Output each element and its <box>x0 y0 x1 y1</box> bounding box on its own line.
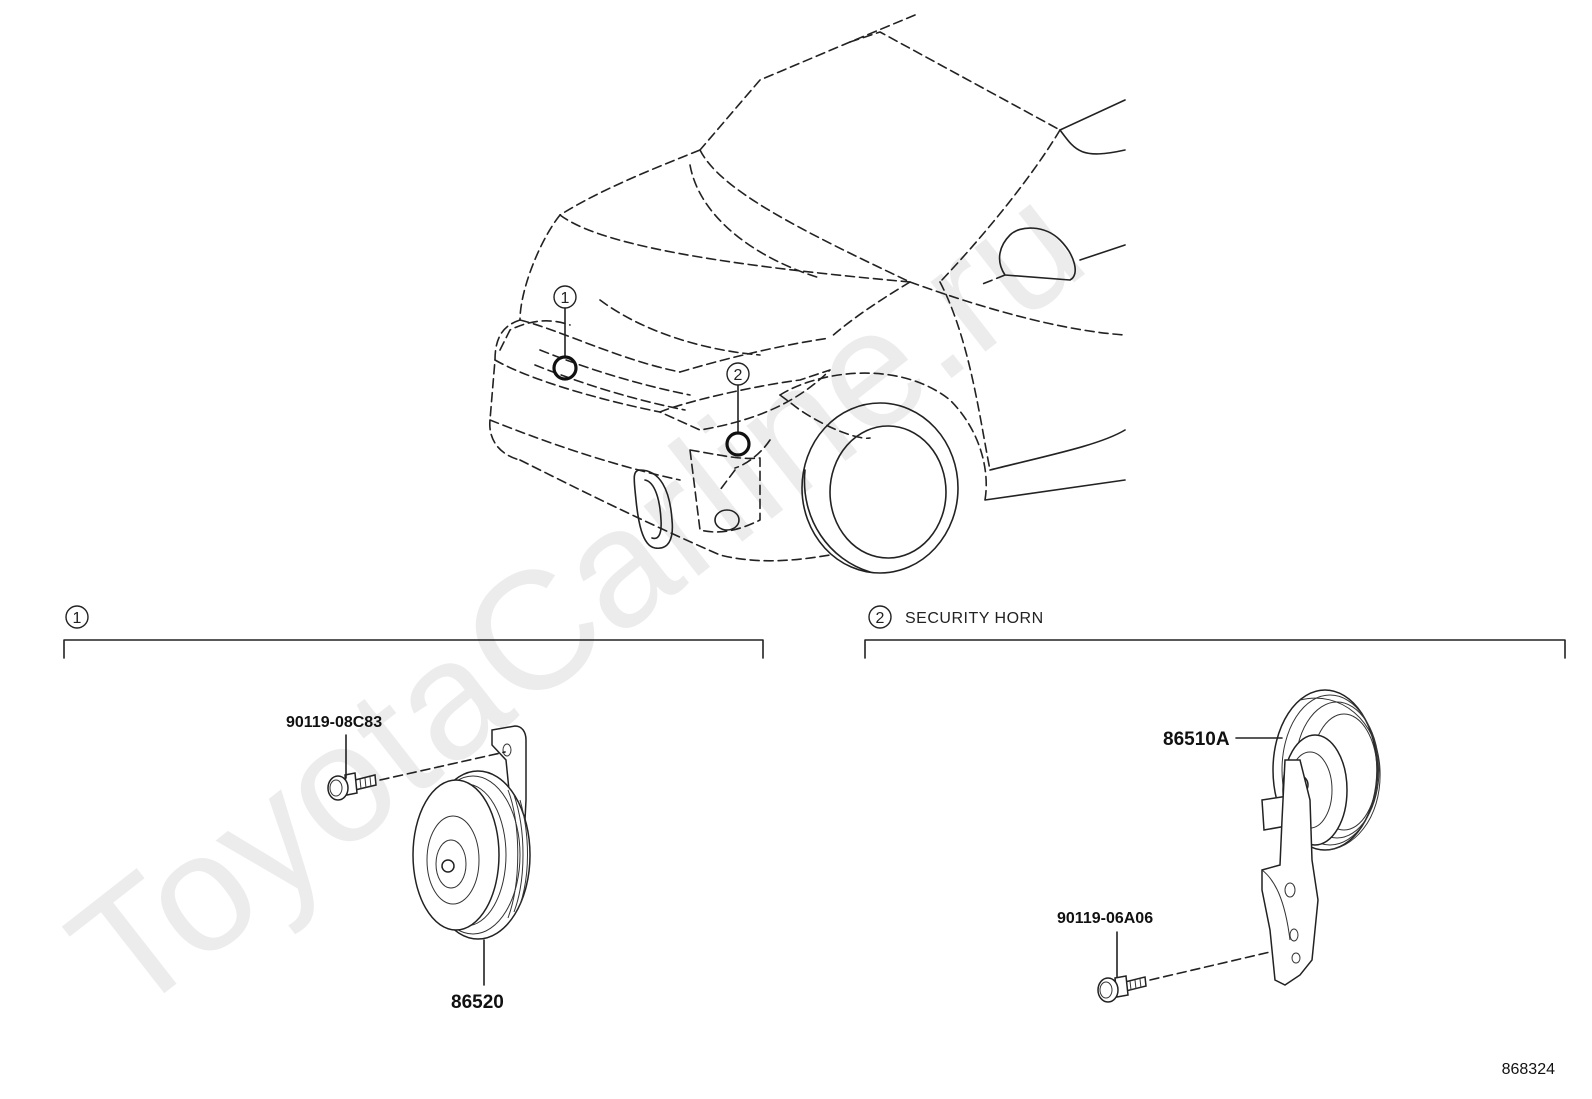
vehicle-outline <box>489 14 1126 574</box>
diagram-reference: 868324 <box>1502 1061 1555 1078</box>
bolt-90119-08C83 <box>327 772 377 801</box>
svg-text:1: 1 <box>561 290 570 307</box>
bolt-left-guide <box>379 751 506 781</box>
section-header-2: 2 SECURITY HORN <box>864 605 1566 659</box>
horn-86520 <box>412 725 531 940</box>
label-86520: 86520 <box>451 992 504 1013</box>
svg-text:SECURITY HORN: SECURITY HORN <box>905 610 1044 627</box>
location-marker-2: 2 <box>725 362 751 457</box>
horn-86510A <box>1261 689 1381 986</box>
section-header-1: 1 <box>63 605 764 659</box>
bolt-right-guide <box>1149 951 1271 981</box>
svg-text:1: 1 <box>73 610 82 627</box>
svg-text:2: 2 <box>734 367 743 384</box>
location-marker-1: 1 <box>552 285 578 381</box>
label-90119-06A06: 90119-06A06 <box>1057 910 1153 927</box>
watermark: ToyotaCarline.ru <box>36 147 1116 1048</box>
svg-text:2: 2 <box>876 610 885 627</box>
label-86510A: 86510A <box>1163 729 1230 750</box>
bolt-90119-06A06 <box>1097 975 1147 1003</box>
label-90119-08C83: 90119-08C83 <box>286 714 382 731</box>
